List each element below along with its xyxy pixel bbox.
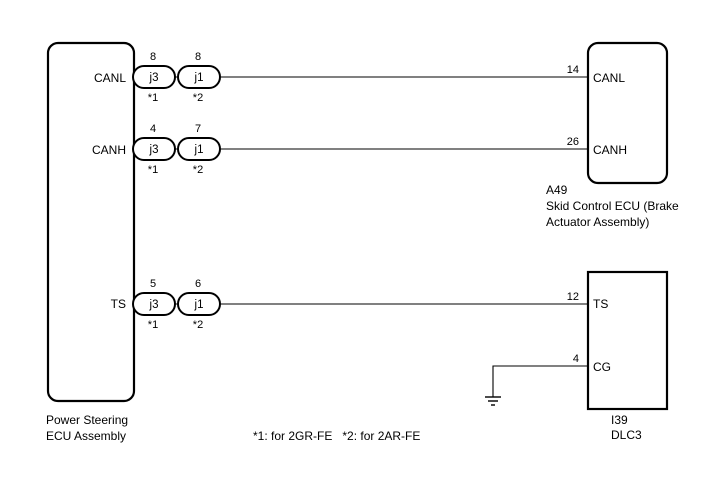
j3-label-canl: j3	[149, 72, 159, 84]
j1-label-canl: j1	[194, 72, 204, 84]
junction-group-ts: 5 6 j3 j1 *1 *2	[132, 278, 221, 331]
j3-connector-canl	[132, 65, 176, 89]
j3-label-canh: j3	[149, 144, 159, 156]
j3-connector-canh	[132, 137, 176, 161]
j1-connector-ts	[177, 292, 221, 316]
ps-terminal-canh: CANH	[92, 143, 126, 157]
skid-terminal-canh: CANH	[593, 143, 627, 157]
j3-connector-ts	[132, 292, 176, 316]
j1-note-canl: *2	[193, 92, 203, 104]
j1-label-ts: j1	[194, 299, 204, 311]
ps-ecu-name-line2: ECU Assembly	[46, 429, 126, 443]
power-steering-ecu-box	[46, 41, 136, 403]
dlc3-box	[586, 270, 669, 411]
ground-icon	[485, 396, 501, 406]
j1-pin-ts: 6	[195, 278, 201, 290]
j1-pin-canl: 8	[195, 51, 201, 63]
skid-ecu-name-line1: Skid Control ECU (Brake	[546, 199, 679, 213]
j3-pin-ts: 5	[150, 278, 156, 290]
junction-group-canh: 4 7 j3 j1 *1 *2	[132, 123, 221, 176]
ps-ecu-name-line1: Power Steering	[46, 413, 128, 427]
skid-pin-canl: 14	[567, 64, 579, 76]
skid-control-ecu-box	[586, 41, 669, 185]
j1-note-ts: *2	[193, 319, 203, 331]
dlc3-terminal-cg: CG	[593, 360, 611, 374]
dlc3-pin-ts: 12	[567, 291, 579, 303]
j1-connector-canl	[177, 65, 221, 89]
wire-cg-ground	[492, 365, 588, 397]
j1-label-canh: j1	[194, 144, 204, 156]
j3-note-canh: *1	[148, 164, 158, 176]
dlc3-name: DLC3	[611, 428, 642, 442]
j1-note-canh: *2	[193, 164, 203, 176]
j3-pin-canl: 8	[150, 51, 156, 63]
skid-terminal-canl: CANL	[593, 71, 625, 85]
ps-terminal-canl: CANL	[94, 71, 126, 85]
j1-connector-canh	[177, 137, 221, 161]
ps-terminal-ts: TS	[111, 297, 126, 311]
skid-ecu-code: A49	[546, 183, 568, 197]
dlc3-terminal-ts: TS	[593, 297, 608, 311]
junction-group-canl: 8 8 j3 j1 *1 *2	[132, 51, 221, 104]
j3-label-ts: j3	[149, 299, 159, 311]
j3-pin-canh: 4	[150, 123, 156, 135]
j3-note-ts: *1	[148, 319, 158, 331]
dlc3-code: I39	[611, 413, 628, 427]
j3-note-canl: *1	[148, 92, 158, 104]
footnote: *1: for 2GR-FE *2: for 2AR-FE	[253, 429, 420, 443]
dlc3-pin-cg: 4	[573, 353, 579, 365]
skid-pin-canh: 26	[567, 136, 579, 148]
j1-pin-canh: 7	[195, 123, 201, 135]
skid-ecu-name-line2: Actuator Assembly)	[546, 215, 649, 229]
